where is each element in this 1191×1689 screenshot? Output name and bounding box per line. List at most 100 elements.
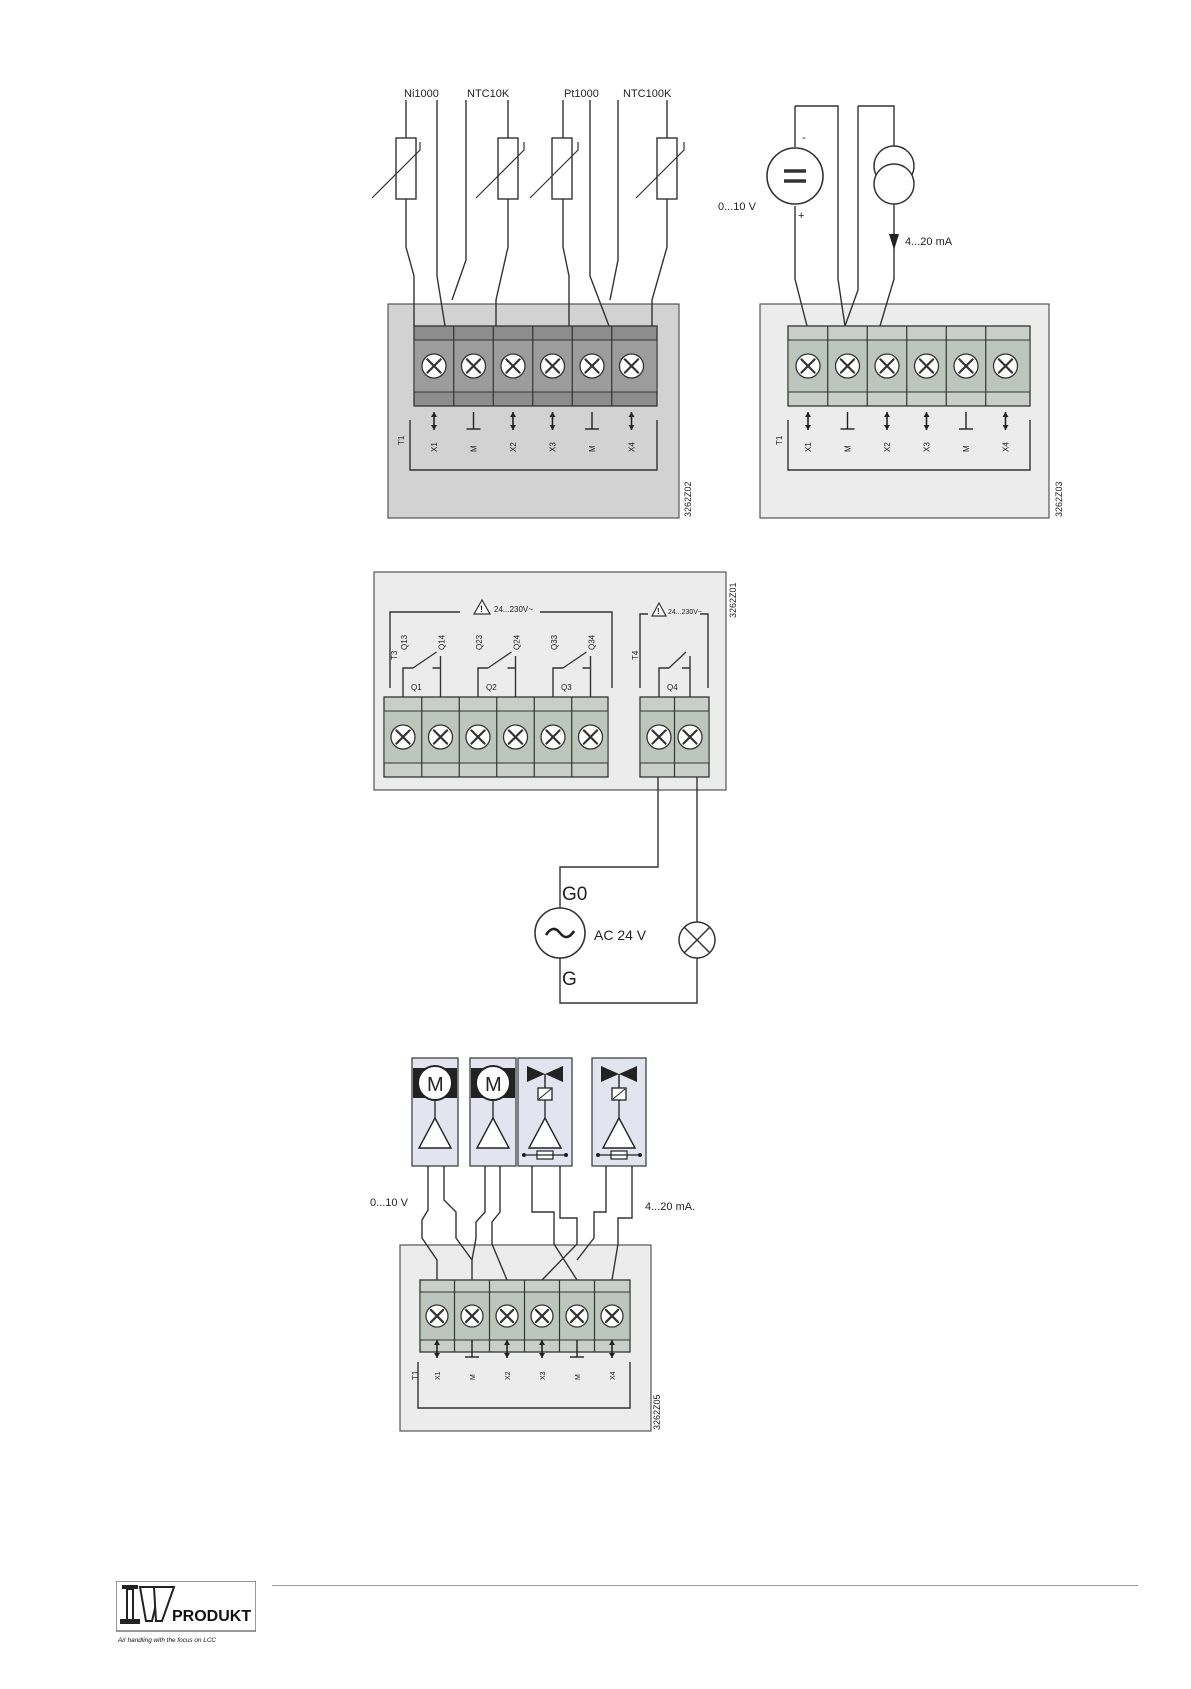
terminal-screw-icon — [466, 725, 490, 749]
drawing-code: 3262Z03 — [1054, 481, 1064, 517]
terminal-label: M — [962, 445, 971, 452]
current-label: 4...20 mA. — [645, 1201, 695, 1213]
terminal-label: X1 — [430, 442, 439, 452]
terminal-label: X2 — [505, 1371, 512, 1380]
terminal-screw-icon — [620, 354, 644, 378]
terminal-screw-icon — [875, 354, 899, 378]
valve-actuator-4 — [592, 1058, 646, 1166]
relay-terminal-label: Q14 — [438, 634, 447, 650]
terminal-label: X1 — [435, 1371, 442, 1380]
terminal-label: M — [575, 1374, 582, 1380]
terminal-screw-icon — [501, 354, 525, 378]
diagram-relay-outputs: 3262Z01 ! 24...230V~ T3 ! 24...230V~ T4 … — [374, 572, 738, 1003]
terminal-label: X2 — [509, 442, 518, 452]
terminal-label: X3 — [549, 442, 558, 452]
voltage-source: - + 0...10 V — [718, 106, 845, 326]
terminal-screw-icon — [836, 354, 860, 378]
footer-rule — [272, 1585, 1138, 1586]
group-label-t3: T3 — [390, 650, 399, 660]
logo-brand-text: PRODUKT — [172, 1608, 251, 1625]
sensor-label-pt1000: Pt1000 — [564, 88, 599, 100]
diagram-passive-sensors: Ni1000 NTC10K Pt1000 NTC100K — [372, 88, 693, 518]
sensor-pt1000 — [530, 100, 609, 326]
terminal-label: M — [470, 445, 479, 452]
relay-terminal-label: Q33 — [550, 634, 559, 650]
terminal-screw-icon — [647, 725, 671, 749]
terminal-screw-icon — [531, 1305, 553, 1327]
current-label: 4...20 mA — [905, 236, 953, 248]
terminal-label: M — [470, 1374, 477, 1380]
supply-voltage-label: AC 24 V — [594, 927, 647, 943]
relay-label: Q1 — [411, 683, 422, 692]
terminal-screw-icon — [391, 725, 415, 749]
supply-label-g: G — [562, 969, 577, 990]
motor-actuator-2: M — [470, 1058, 516, 1166]
group-label-t4: T4 — [631, 650, 640, 660]
voltage-label: 0...10 V — [370, 1197, 409, 1209]
diagram-active-signals: - + 0...10 V 4...20 mA X1 M X2 X3 M X4 T1 326… — [718, 106, 1064, 518]
sensor-label-ntc100k: NTC100K — [623, 88, 672, 100]
motor-icon: M — [485, 1074, 502, 1096]
terminal-label: X4 — [610, 1371, 617, 1380]
group-label-t1: T1 — [397, 435, 406, 445]
sensor-label-ntc10k: NTC10K — [467, 88, 510, 100]
terminal-label: X3 — [923, 442, 932, 452]
terminal-screw-icon — [496, 1305, 518, 1327]
terminal-screw-icon — [566, 1305, 588, 1327]
terminal-screw-icon — [580, 354, 604, 378]
svg-text:!: ! — [657, 607, 660, 616]
terminal-label: M — [844, 445, 853, 452]
voltage-label: 0...10 V — [718, 201, 757, 213]
current-source: 4...20 mA — [845, 106, 953, 326]
terminal-screw-icon — [994, 354, 1018, 378]
sensor-ntc10k — [452, 100, 524, 326]
minus-sign: - — [802, 132, 806, 144]
terminal-label: X4 — [628, 442, 637, 452]
relay-terminal-label: Q13 — [400, 634, 409, 650]
terminal-screw-icon — [601, 1305, 623, 1327]
terminal-label: X1 — [804, 442, 813, 452]
relay-terminal-label: Q24 — [513, 634, 522, 650]
terminal-label: M — [588, 445, 597, 452]
logo-tagline: Air handling with the focus on LCC — [117, 1637, 216, 1644]
terminal-screw-icon — [579, 725, 603, 749]
sensor-label-ni1000: Ni1000 — [404, 88, 439, 100]
plus-sign: + — [798, 210, 804, 222]
terminal-label: X4 — [1002, 442, 1011, 452]
drawing-code: 3262Z01 — [728, 582, 738, 618]
warning-label-t4: 24...230V~ — [668, 609, 702, 616]
terminal-label: X2 — [883, 442, 892, 452]
motor-icon: M — [427, 1074, 444, 1096]
motor-actuator-1: M — [412, 1058, 458, 1166]
terminal-screw-icon — [462, 354, 486, 378]
sensor-ntc100k — [610, 100, 684, 326]
terminal-screw-icon — [915, 354, 939, 378]
drawing-code: 3262Z02 — [683, 481, 693, 517]
terminal-screw-icon — [504, 725, 528, 749]
warning-label-t3: 24...230V~ — [494, 605, 533, 614]
terminal-screw-icon — [796, 354, 820, 378]
company-logo: PRODUKT Air handling with the focus on L… — [116, 1581, 256, 1645]
relay-label: Q3 — [561, 683, 572, 692]
drawing-code: 3262Z05 — [652, 1394, 662, 1430]
relay-terminal-label: Q23 — [475, 634, 484, 650]
group-label-t1: T1 — [775, 435, 784, 445]
terminal-screw-icon — [461, 1305, 483, 1327]
valve-actuator-3 — [518, 1058, 572, 1166]
relay-label: Q4 — [667, 683, 678, 692]
terminal-screw-icon — [954, 354, 978, 378]
terminal-screw-icon — [426, 1305, 448, 1327]
terminal-screw-icon — [678, 725, 702, 749]
terminal-screw-icon — [541, 725, 565, 749]
terminal-label: X3 — [540, 1371, 547, 1380]
sensor-ni1000 — [372, 100, 445, 326]
supply-label-g0: G0 — [562, 884, 587, 905]
terminal-screw-icon — [429, 725, 453, 749]
terminal-screw-icon — [422, 354, 446, 378]
relay-terminal-label: Q34 — [588, 634, 597, 650]
svg-text:!: ! — [480, 604, 483, 614]
terminal-screw-icon — [541, 354, 565, 378]
